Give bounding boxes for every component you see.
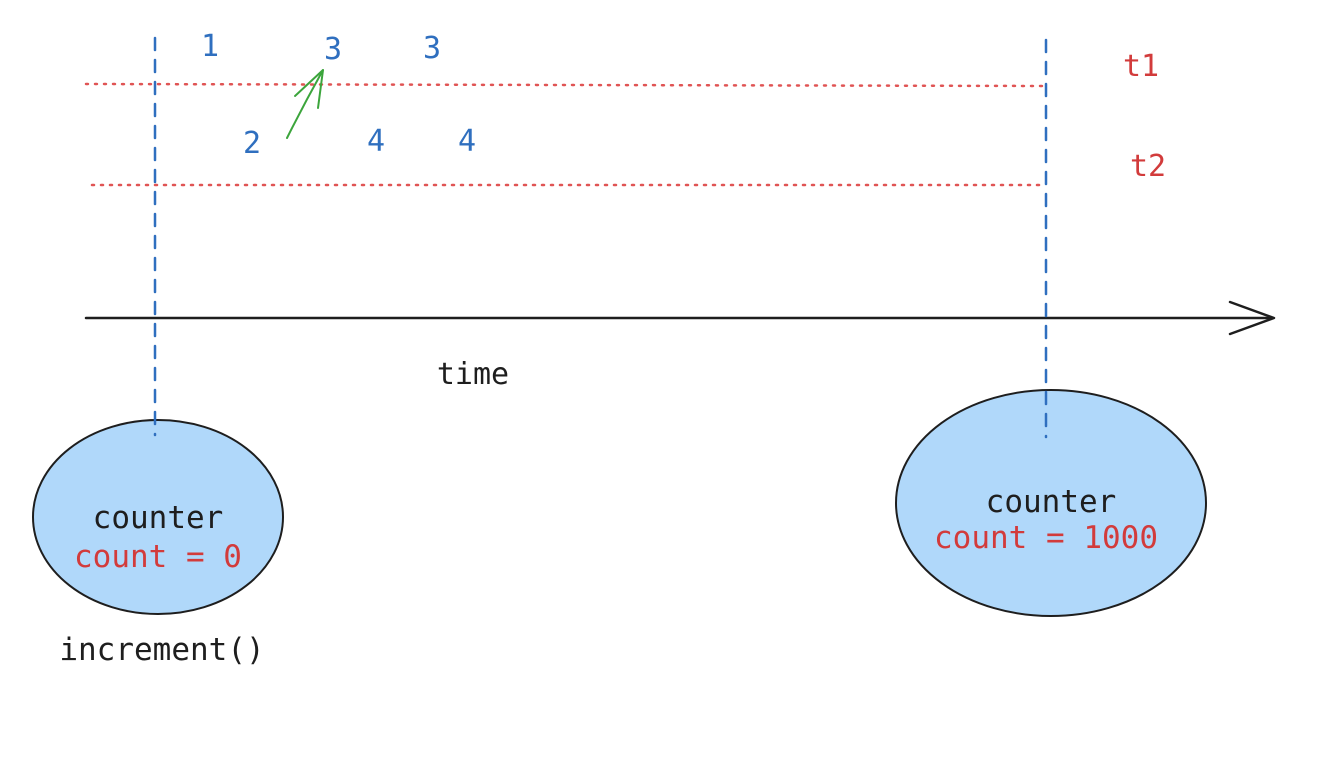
step-number-1: 1 <box>201 29 219 64</box>
thread-label-t1: t1 <box>1123 49 1159 84</box>
thread-label-t2: t2 <box>1130 149 1166 184</box>
time-axis-arrowhead <box>1228 300 1276 336</box>
end-counter-ellipse <box>895 389 1207 617</box>
green-arrow-head <box>294 69 324 109</box>
start-counter-value: count = 0 <box>74 539 242 575</box>
end-counter-value: count = 1000 <box>934 520 1158 556</box>
step-number-4-first: 4 <box>367 124 385 159</box>
step-number-4-second: 4 <box>458 124 476 159</box>
start-counter-ellipse <box>32 419 284 615</box>
step-number-3-first: 3 <box>324 32 342 67</box>
green-arrow-shaft <box>286 69 324 139</box>
step-number-2: 2 <box>243 126 261 161</box>
time-axis-label: time <box>437 357 509 392</box>
end-counter-title: counter <box>986 484 1117 520</box>
thread-t1-line <box>84 82 1048 88</box>
increment-caption: increment() <box>59 632 264 668</box>
start-counter-title: counter <box>93 500 224 536</box>
step-number-3-second: 3 <box>423 31 441 66</box>
